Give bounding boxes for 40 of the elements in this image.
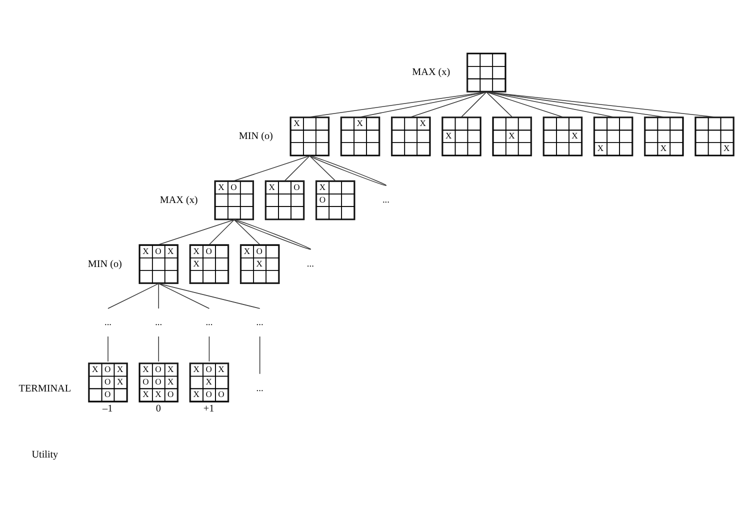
connector <box>158 282 159 308</box>
connector <box>309 155 386 186</box>
node-text: ... <box>256 384 264 394</box>
label: MAX (x) <box>160 194 198 206</box>
label: MIN (o) <box>238 130 273 142</box>
node-text: ... <box>256 317 264 328</box>
connector <box>284 155 310 181</box>
connector <box>309 155 336 181</box>
label: TERMINAL <box>18 382 72 394</box>
connector <box>108 282 159 308</box>
connector <box>158 218 235 245</box>
connector <box>158 282 210 308</box>
connector <box>234 218 311 250</box>
node-text: ... <box>382 195 390 206</box>
connector <box>259 336 260 374</box>
connector <box>234 218 260 245</box>
label: MAX (x) <box>412 66 450 78</box>
node-text: ... <box>306 259 314 270</box>
connector <box>486 91 715 117</box>
connector <box>234 155 310 181</box>
connector <box>208 336 210 362</box>
label: Utility <box>32 449 58 460</box>
connector <box>486 91 512 117</box>
node-label: –1 <box>102 403 113 414</box>
connector <box>360 91 487 117</box>
node-label: 0 <box>156 403 161 414</box>
node-text: ... <box>155 317 162 328</box>
connector <box>486 91 664 117</box>
connector <box>158 336 159 362</box>
connector <box>208 218 235 245</box>
connector <box>486 91 564 117</box>
node-text: ... <box>104 317 112 328</box>
connector <box>158 282 260 308</box>
label: MIN (o) <box>88 258 122 270</box>
node-label: +1 <box>203 403 214 414</box>
connector <box>461 91 487 117</box>
node-text: ... <box>206 317 213 328</box>
connector <box>410 91 487 117</box>
connector <box>309 91 487 117</box>
connector <box>486 91 614 117</box>
